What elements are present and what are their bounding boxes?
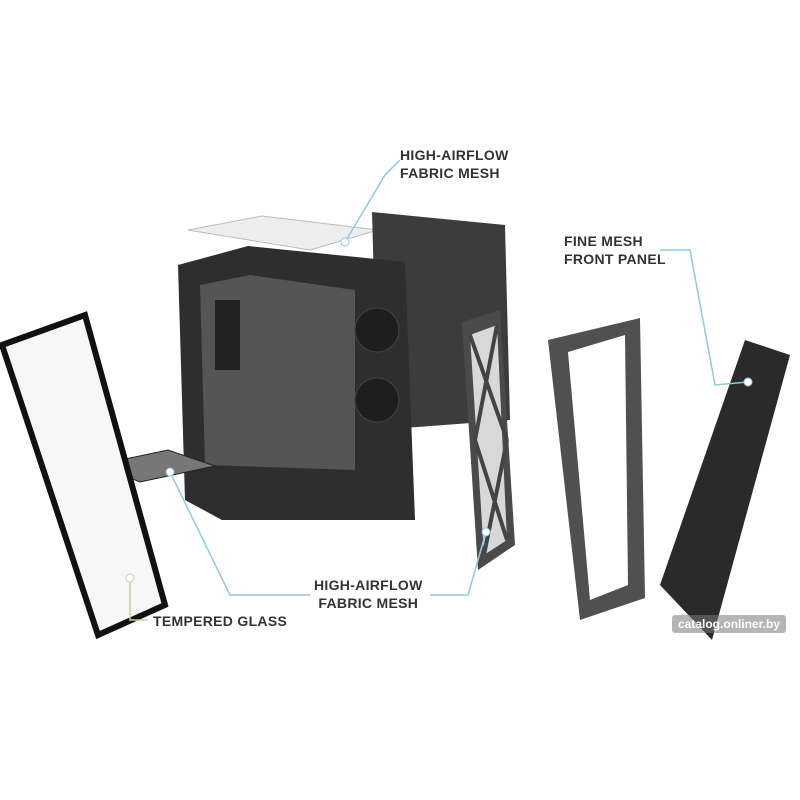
callout-text: FRONT PANEL xyxy=(564,251,666,267)
callout-text: TEMPERED GLASS xyxy=(153,613,288,629)
callout-text: FINE MESH xyxy=(564,233,643,249)
tempered-glass-panel xyxy=(0,311,169,640)
callout-text: FABRIC MESH xyxy=(318,595,419,611)
callout-line-front xyxy=(660,249,749,386)
callout-bottom-fabric-mesh: HIGH-AIRFLOW FABRIC MESH xyxy=(314,576,423,612)
callout-line-glass xyxy=(129,578,148,621)
callout-line-top xyxy=(344,159,401,243)
callout-text: FABRIC MESH xyxy=(400,165,500,181)
callout-tempered-glass: TEMPERED GLASS xyxy=(153,612,287,630)
callout-top-fabric-mesh: HIGH-AIRFLOW FABRIC MESH xyxy=(400,146,509,182)
callout-text: HIGH-AIRFLOW xyxy=(314,577,423,593)
watermark: catalog.onliner.by xyxy=(671,615,786,633)
callout-fine-mesh-front-panel: FINE MESH FRONT PANEL xyxy=(564,232,666,268)
callout-line-bottom xyxy=(169,471,310,596)
callout-text: HIGH-AIRFLOW xyxy=(400,147,509,163)
fine-mesh-front-panel xyxy=(660,340,790,640)
